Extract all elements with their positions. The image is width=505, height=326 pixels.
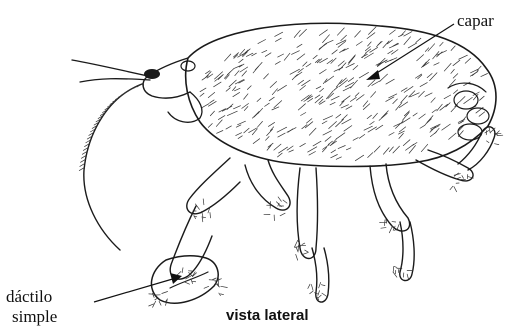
dactyl-arrowhead bbox=[170, 273, 182, 284]
label-dactyl-line1: dáctilo bbox=[6, 287, 52, 306]
label-view: vista lateral bbox=[226, 307, 309, 324]
head-region bbox=[143, 58, 202, 122]
carapace bbox=[186, 23, 496, 166]
label-carapace: capar bbox=[457, 11, 494, 30]
dactyl-leader-line bbox=[94, 278, 176, 302]
carapace-hatching bbox=[200, 27, 487, 161]
antenna bbox=[72, 60, 150, 250]
dactyl bbox=[151, 256, 218, 303]
eye bbox=[144, 69, 160, 79]
carapace-arrowhead bbox=[366, 70, 380, 80]
carapace-leader-line bbox=[372, 24, 454, 76]
label-dactyl-line2: simple bbox=[12, 307, 57, 326]
